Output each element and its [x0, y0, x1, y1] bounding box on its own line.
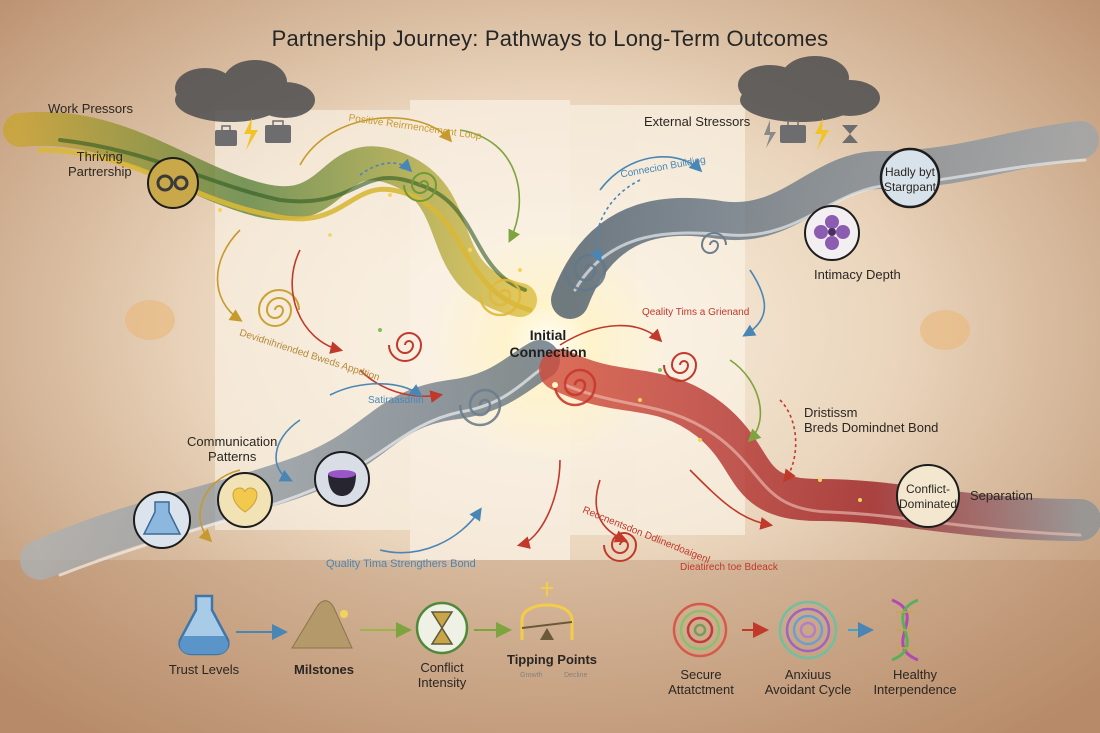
- center-spiral-grey: [458, 388, 502, 427]
- spiral-red-left: [388, 332, 423, 362]
- lightning-icon-left: [244, 118, 258, 150]
- legend-label-healthy: Healthy Interpendence: [873, 667, 957, 697]
- stressor-label-work: Work Pressors: [48, 101, 133, 116]
- briefcase-icon-left: [215, 120, 291, 146]
- legend-spiral-cycle-icon: [778, 600, 838, 660]
- cauldron-icon: [328, 474, 356, 496]
- spiral-red-right: [663, 352, 698, 382]
- legend-scale-icon: [520, 582, 574, 640]
- legend-spiral-red-icon: [672, 602, 728, 658]
- center-label-line: Connection: [509, 344, 587, 360]
- center-label-line: Initial: [529, 327, 567, 343]
- center-spiral-red: [553, 368, 597, 407]
- spiral-gold-left: [257, 289, 300, 327]
- outcome-label-thriving: Thriving Partrership: [68, 149, 132, 179]
- center-spiral-blue: [563, 253, 607, 292]
- lamp-blur-right: [920, 310, 970, 350]
- curve-label-red-end: Dieatirech toe Bdeack: [680, 562, 778, 573]
- flask-medallion: [133, 491, 191, 549]
- legend-label-conflict-intensity: Conflict Intensity: [417, 660, 467, 690]
- outcome-label-conflict: Conflict- Dominated: [898, 482, 958, 511]
- end-label-separation: Separation: [970, 488, 1033, 503]
- flask-icon: [142, 501, 182, 535]
- marker-label-intimacy: Intimacy Depth: [814, 267, 901, 282]
- lightning-icon-right-2: [764, 120, 776, 148]
- cauldron-medallion: [314, 451, 370, 507]
- curve-label-quality-time-top: Qeality Tims a Grienand: [642, 307, 750, 318]
- flower-medallion: [804, 205, 860, 261]
- page-title: Partnership Journey: Pathways to Long-Te…: [271, 26, 829, 51]
- legend-label-milestones: Milstones: [294, 662, 354, 677]
- marker-label-communication: Communication Patterns: [187, 434, 278, 464]
- heart-medallion: [217, 472, 273, 528]
- lightning-icon-right: [815, 118, 829, 150]
- gear-icon: [156, 174, 174, 192]
- heart-icon: [232, 487, 258, 513]
- curve-label-quality-time-bottom: Quality Tima Strengthers Bond: [326, 558, 476, 570]
- storm-cloud-right: [738, 56, 880, 122]
- spiral-green-upper: [403, 172, 438, 202]
- gear-medallion: [147, 157, 199, 209]
- bird-medallion: [879, 147, 941, 209]
- stressor-label-external: External Stressors: [644, 114, 751, 129]
- lamp-blur-left: [125, 300, 175, 340]
- briefcase-icon-right: [780, 120, 806, 143]
- legend-label-tipping-points: Tipping Points: [506, 652, 598, 667]
- legend-label-trust: Trust Levels: [168, 662, 240, 677]
- legend-sub-decline: Decline: [564, 672, 588, 679]
- floor-blur: [0, 560, 1100, 733]
- sparkles: [218, 193, 862, 502]
- curve-label-bottom-left-small: Satiraasdnin: [368, 395, 424, 406]
- feedback-arrows: [198, 117, 797, 554]
- hourglass-icon-right: [842, 125, 858, 143]
- legend-mountain-icon: [291, 600, 353, 649]
- legend-flask-icon: [178, 594, 230, 656]
- outcome-label-stagnant: Hadly byt Stargpant: [883, 165, 937, 194]
- storm-cloud-left: [175, 60, 315, 122]
- legend-dna-icon: [891, 598, 919, 662]
- spiral-grey-right: [700, 232, 727, 254]
- legend-hourglass-icon: [415, 601, 469, 655]
- legend-label-anxious: Anxiuus Avoidant Cycle: [764, 667, 852, 697]
- flower-icon: [814, 215, 850, 250]
- legend-label-secure: Secure Attatctment: [668, 667, 734, 697]
- conflict-medallion: [896, 464, 960, 528]
- note-label-dristissm: Dristissm Breds Domindnet Bond: [804, 405, 939, 435]
- center-spiral-gold: [478, 278, 522, 317]
- legend-sub-growth: Growth: [520, 672, 543, 679]
